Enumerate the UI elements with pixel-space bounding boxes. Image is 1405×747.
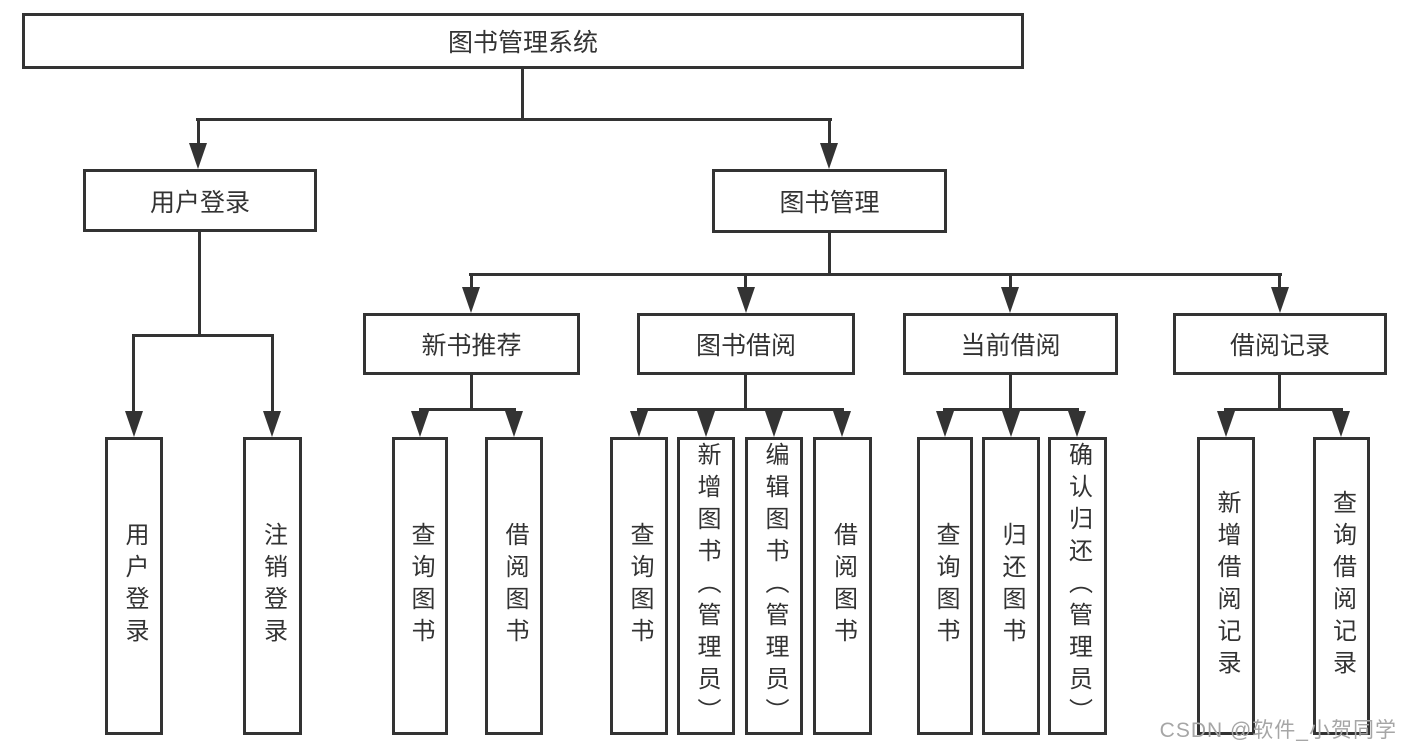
leaf-current-query-books: 查询图书	[917, 437, 973, 735]
connector-drop-current	[1009, 273, 1012, 291]
leaf-current-return-books: 归还图书	[982, 437, 1040, 735]
connector-mgmt-stem	[828, 233, 831, 276]
connector-level2-rail	[196, 118, 832, 121]
node-borrow-records: 借阅记录	[1173, 313, 1387, 375]
arrow-down-icon	[462, 287, 480, 313]
connector-login-stem	[198, 232, 201, 337]
connector-newbook-rail	[419, 408, 516, 411]
leaf-borrowing-add-books-admin: 新增图书（管理员）	[677, 437, 735, 735]
arrow-down-icon	[1271, 287, 1289, 313]
leaf-borrowing-borrow-books: 借阅图书	[813, 437, 872, 735]
leaf-newbook-query-books: 查询图书	[392, 437, 448, 735]
leaf-newbook-borrow-books: 借阅图书	[485, 437, 543, 735]
connector-borrow-stem	[744, 375, 747, 411]
connector-login-rail	[132, 334, 274, 337]
arrow-down-icon	[833, 411, 851, 437]
arrow-down-icon	[1332, 411, 1350, 437]
node-user-login-module: 用户登录	[83, 169, 317, 232]
arrow-down-icon	[1002, 411, 1020, 437]
node-current-borrowing: 当前借阅	[903, 313, 1118, 375]
connector-records-stem	[1278, 375, 1281, 411]
connector-drop-mgmt	[828, 118, 831, 146]
arrow-down-icon	[411, 411, 429, 437]
arrow-down-icon	[697, 411, 715, 437]
connector-drop-borrow	[744, 273, 747, 291]
connector-drop-records	[1278, 273, 1281, 291]
node-book-management: 图书管理	[712, 169, 947, 233]
connector-drop-user-login	[132, 334, 135, 413]
arrow-down-icon	[505, 411, 523, 437]
arrow-down-icon	[630, 411, 648, 437]
node-new-book-recommend: 新书推荐	[363, 313, 580, 375]
arrow-down-icon	[737, 287, 755, 313]
arrow-down-icon	[765, 411, 783, 437]
leaf-borrowing-query-books: 查询图书	[610, 437, 668, 735]
leaf-logout: 注销登录	[243, 437, 302, 735]
arrow-down-icon	[820, 143, 838, 169]
connector-current-stem	[1009, 375, 1012, 411]
node-root: 图书管理系统	[22, 13, 1024, 69]
connector-drop-logout	[271, 334, 274, 413]
arrow-down-icon	[936, 411, 954, 437]
connector-newbook-stem	[470, 375, 473, 411]
connector-level3-rail	[469, 273, 1282, 276]
connector-current-rail	[943, 408, 1079, 411]
connector-borrow-rail	[637, 408, 844, 411]
leaf-records-query-record: 查询借阅记录	[1313, 437, 1370, 735]
connector-root-stem	[521, 69, 524, 121]
arrow-down-icon	[1068, 411, 1086, 437]
leaf-records-add-record: 新增借阅记录	[1197, 437, 1255, 735]
connector-drop-newbook	[470, 273, 473, 291]
connector-drop-login	[197, 118, 200, 146]
leaf-user-login: 用户登录	[105, 437, 163, 735]
leaf-borrowing-edit-books-admin: 编辑图书（管理员）	[745, 437, 803, 735]
node-book-borrowing: 图书借阅	[637, 313, 855, 375]
arrow-down-icon	[263, 411, 281, 437]
leaf-current-confirm-return-admin: 确认归还（管理员）	[1048, 437, 1107, 735]
arrow-down-icon	[125, 411, 143, 437]
connector-records-rail	[1224, 408, 1343, 411]
arrow-down-icon	[1001, 287, 1019, 313]
csdn-watermark: CSDN @软件_小贺同学	[1159, 719, 1397, 742]
arrow-down-icon	[1217, 411, 1235, 437]
arrow-down-icon	[189, 143, 207, 169]
